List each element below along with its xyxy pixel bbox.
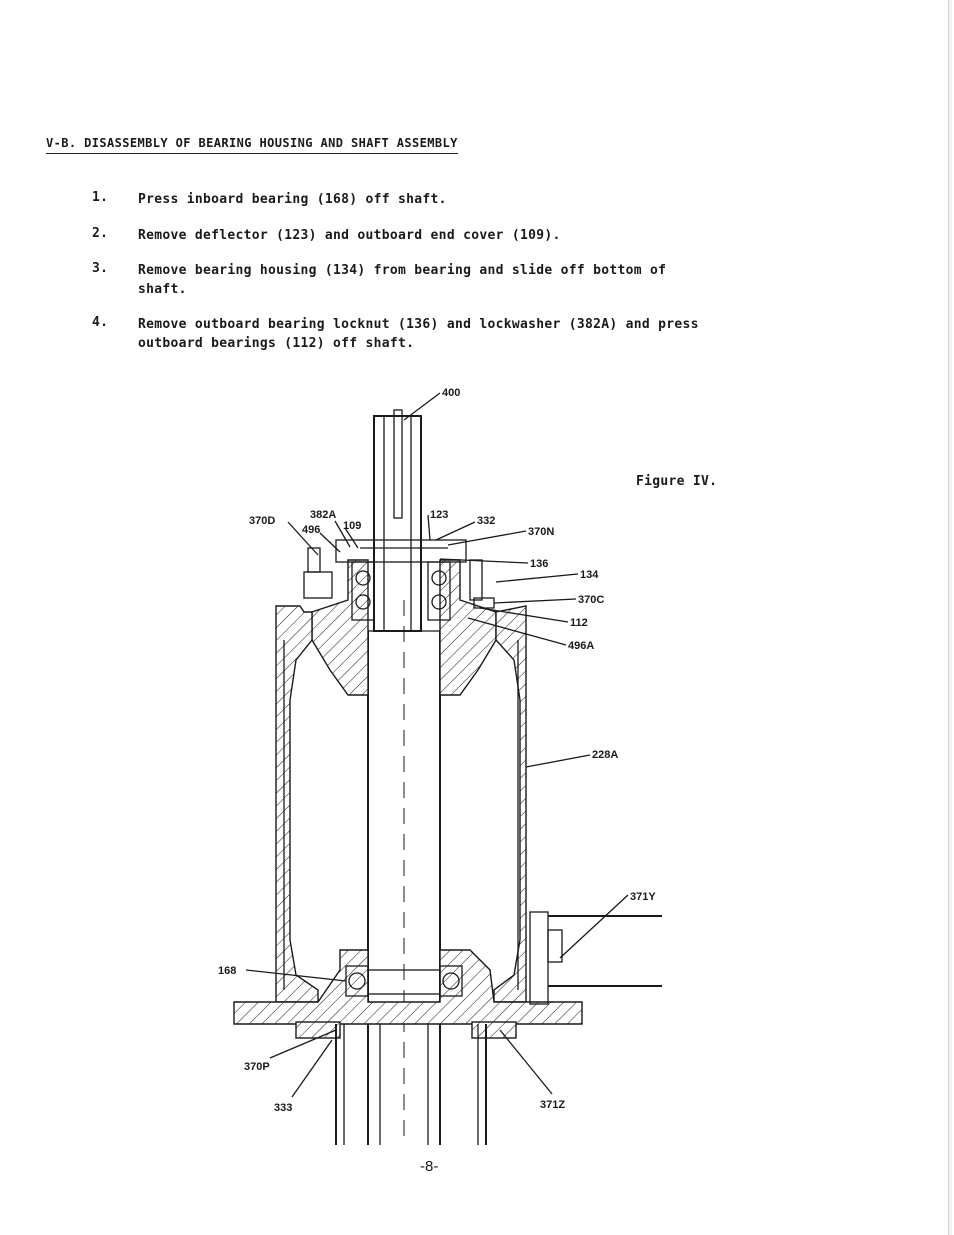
figure-caption: Figure IV. bbox=[636, 474, 718, 489]
part-label-370D: 370D bbox=[249, 515, 275, 527]
part-label-109: 109 bbox=[343, 520, 361, 532]
part-label-496: 496 bbox=[302, 524, 320, 536]
scan-page-edge bbox=[948, 0, 952, 1235]
part-label-228A: 228A bbox=[592, 749, 618, 761]
page-number: -8- bbox=[420, 1158, 439, 1175]
part-label-370P: 370P bbox=[244, 1061, 270, 1073]
part-label-370C: 370C bbox=[578, 594, 604, 606]
step-number: 2. bbox=[92, 226, 109, 241]
step-number: 1. bbox=[92, 190, 109, 205]
step-text: Remove bearing housing (134) from bearin… bbox=[138, 263, 667, 297]
part-label-382A: 382A bbox=[310, 509, 336, 521]
part-label-112: 112 bbox=[570, 617, 588, 629]
part-label-123: 123 bbox=[430, 509, 448, 521]
step-number: 4. bbox=[92, 315, 109, 330]
part-label-136: 136 bbox=[530, 558, 548, 570]
part-label-496A: 496A bbox=[568, 640, 594, 652]
leader-lines bbox=[245, 392, 629, 1098]
part-label-168: 168 bbox=[218, 965, 236, 977]
part-label-400: 400 bbox=[442, 387, 460, 399]
step-text: Remove outboard bearing locknut (136) an… bbox=[138, 317, 699, 351]
part-label-370N: 370N bbox=[528, 526, 554, 538]
shaft bbox=[367, 409, 441, 1145]
step-text: Press inboard bearing (168) off shaft. bbox=[138, 192, 447, 207]
part-labels: 400 370D 382A 496 109 123 332 370N 136 1… bbox=[218, 387, 656, 1114]
part-label-371Z: 371Z bbox=[540, 1099, 565, 1111]
outboard-bearing-housing bbox=[303, 539, 497, 696]
part-label-332: 332 bbox=[477, 515, 495, 527]
part-label-333: 333 bbox=[274, 1102, 292, 1114]
step-text: Remove deflector (123) and outboard end … bbox=[138, 228, 561, 243]
step-number: 3. bbox=[92, 261, 109, 276]
motor-stand bbox=[275, 605, 527, 1003]
part-label-134: 134 bbox=[580, 569, 599, 581]
section-heading: V-B. DISASSEMBLY OF BEARING HOUSING AND … bbox=[46, 136, 458, 154]
inboard-bearing-assembly bbox=[233, 911, 662, 1145]
part-label-371Y: 371Y bbox=[630, 891, 656, 903]
